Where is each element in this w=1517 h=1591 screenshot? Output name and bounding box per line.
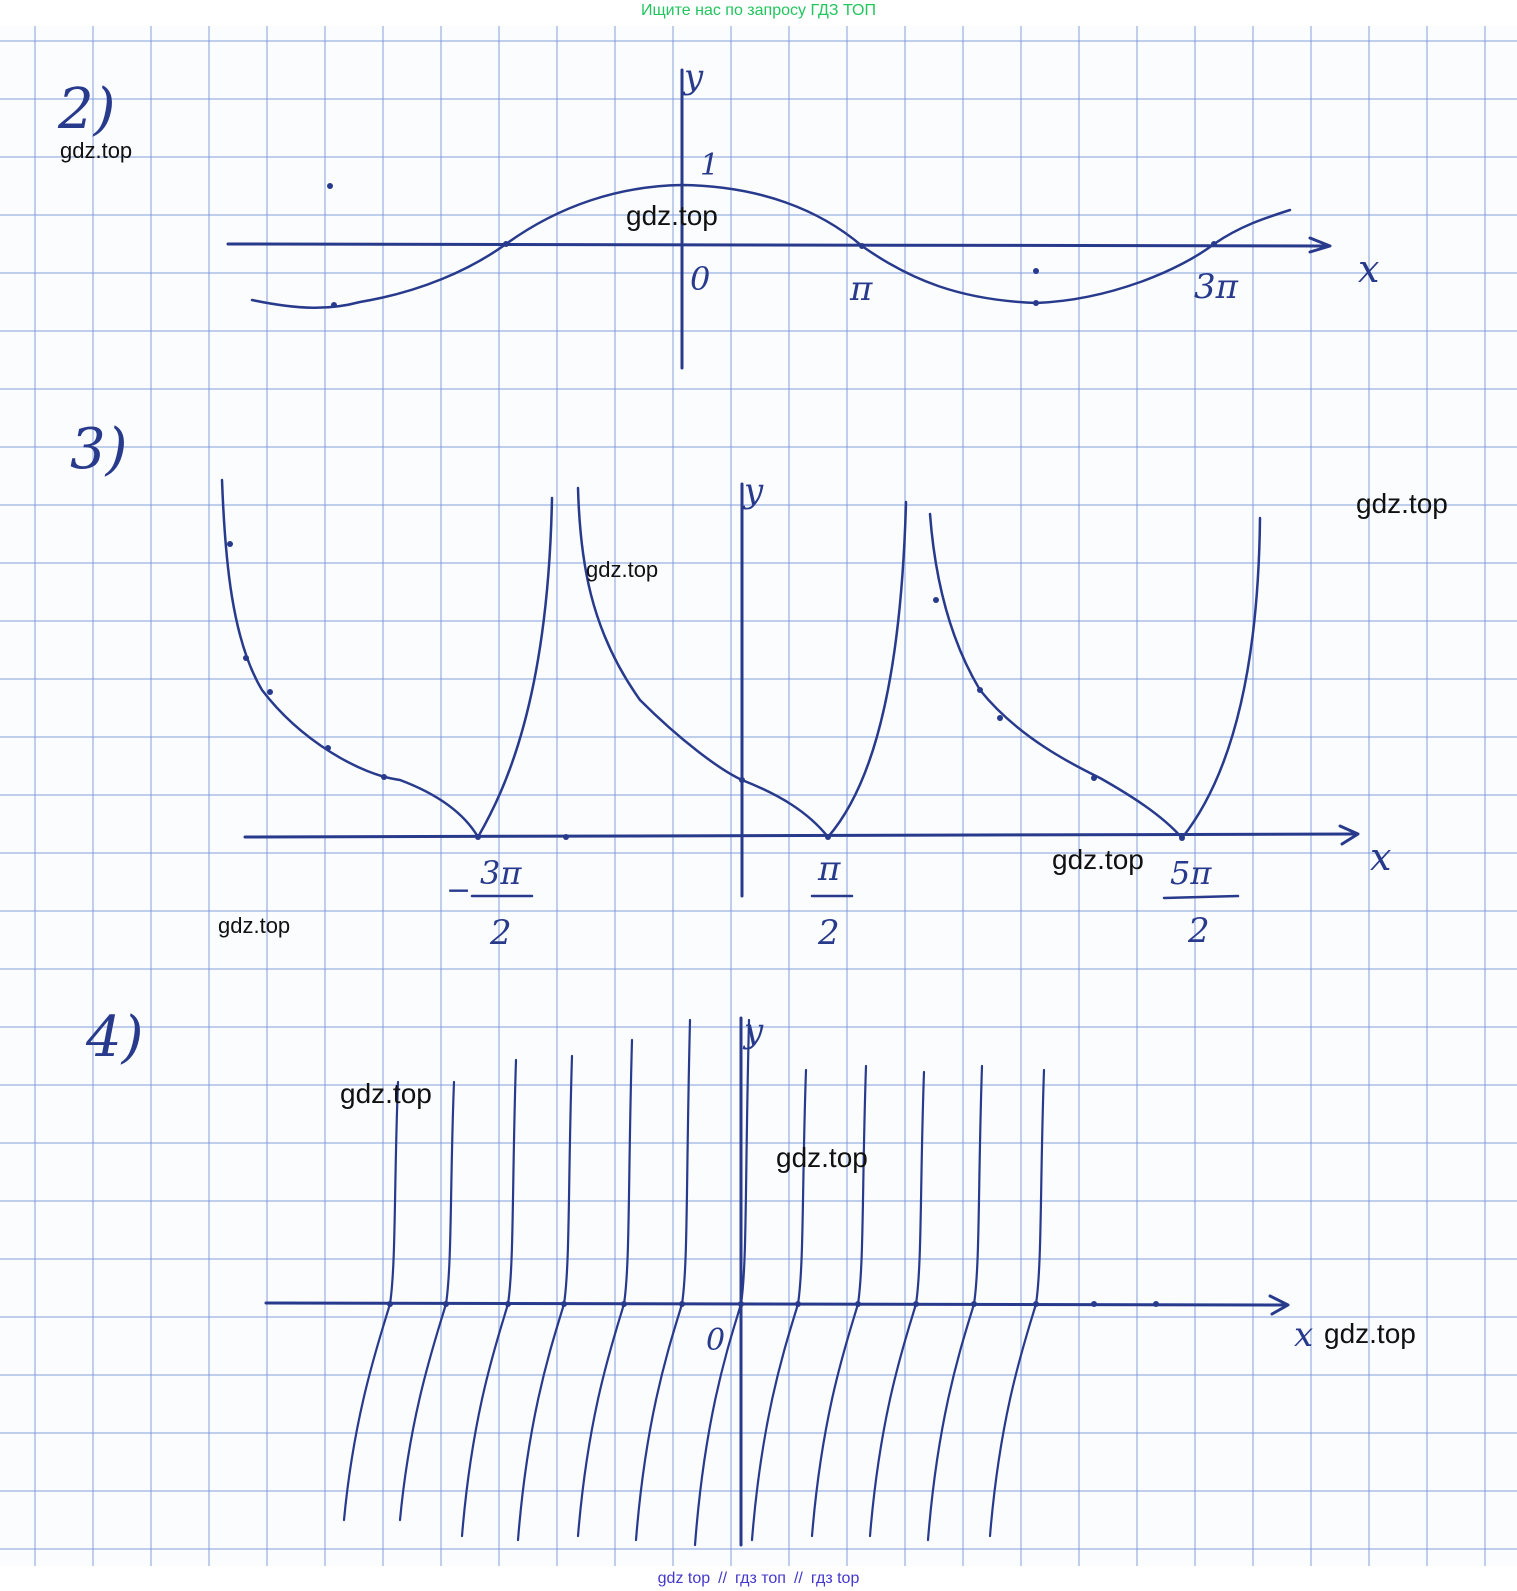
graph-4-branch bbox=[516, 1054, 574, 1542]
graph-4-branch bbox=[810, 1064, 868, 1538]
graph-4-zero-point bbox=[795, 1301, 801, 1307]
graph-4-zero-point bbox=[913, 1301, 919, 1307]
graph-3-tick-c-den: 2 bbox=[1187, 911, 1210, 951]
problem-4-number: 4) bbox=[85, 1005, 143, 1070]
graph-4-branches bbox=[342, 1018, 1046, 1547]
watermark: gdz.top bbox=[1052, 844, 1144, 875]
graph-2-pi-label: π bbox=[849, 269, 873, 309]
graph-3-branch-1 bbox=[220, 478, 554, 839]
graph-2-x-axis bbox=[226, 242, 1330, 248]
graph-4-axis-mark bbox=[1091, 1301, 1097, 1307]
graph-3-branch-3 bbox=[928, 512, 1262, 840]
graph-3-y-label: y bbox=[742, 471, 764, 511]
watermark: gdz.top bbox=[776, 1142, 868, 1173]
graph-4-zero-point bbox=[387, 1301, 393, 1307]
banner-text: Ищите нас по запросу ГДЗ ТОП bbox=[641, 2, 876, 19]
graph-4-x-label: x bbox=[1294, 1315, 1313, 1355]
footer-link-gdz-top[interactable]: gdz top bbox=[657, 1570, 711, 1587]
graph-4-origin-label: 0 bbox=[706, 1323, 725, 1358]
footer-separator: // bbox=[718, 1570, 728, 1587]
graph-4-zero-point bbox=[443, 1301, 449, 1307]
watermark: gdz.top bbox=[340, 1078, 432, 1109]
graph-2-x-arrow bbox=[1308, 236, 1332, 254]
graph-3-tick-a-num: 3π bbox=[480, 854, 522, 892]
graph-3-x-axis bbox=[243, 832, 1358, 839]
graph-3-x-label: x bbox=[1370, 835, 1391, 879]
graph-3-tick-c-num: 5π bbox=[1170, 854, 1212, 892]
graph-3-tick-b-num: π bbox=[817, 849, 841, 889]
graph-4-zero-point bbox=[679, 1301, 685, 1307]
graph-3-tick-a-sign: − bbox=[446, 873, 471, 908]
graph-4-y-label: y bbox=[742, 1011, 764, 1051]
graph-3-tick-b-den: 2 bbox=[817, 913, 840, 953]
graph-2-y-label: y bbox=[682, 57, 704, 97]
graph-2-one-label: 1 bbox=[700, 148, 719, 183]
watermark: gdz.top bbox=[1356, 488, 1448, 519]
watermark: gdz.top bbox=[626, 200, 718, 231]
banner: Ищите нас по запросу ГДЗ ТОП bbox=[0, 0, 1517, 24]
graph-3-x-arrow bbox=[1338, 824, 1360, 846]
graph-4-x-axis bbox=[264, 1301, 1288, 1307]
watermark: gdz.top bbox=[218, 913, 291, 938]
graph-4-zero-point bbox=[738, 1301, 744, 1307]
watermark: gdz.top bbox=[1324, 1318, 1416, 1349]
footer-link-gdz-top-ru[interactable]: гдз топ bbox=[735, 1570, 786, 1587]
graph-4-zero-point bbox=[505, 1301, 511, 1307]
graph-3: 3) y x − 3π 2 π 2 5π bbox=[70, 417, 1391, 953]
graph-2-x-label: x bbox=[1358, 247, 1379, 291]
graph-4-axis-mark bbox=[1153, 1301, 1159, 1307]
problem-3-number: 3) bbox=[70, 417, 127, 482]
graph-4-zero-point bbox=[1033, 1301, 1039, 1307]
graph-4-zero-point bbox=[621, 1301, 627, 1307]
graph-2-curve bbox=[250, 183, 1292, 310]
graph-2: 2) y x 0 1 π 3π bbox=[57, 57, 1379, 370]
watermark: gdz.top bbox=[586, 557, 659, 582]
graph-4-branch bbox=[342, 1080, 400, 1522]
graph-4-branch bbox=[460, 1058, 518, 1538]
graph-3-tick-c-bar bbox=[1162, 894, 1240, 900]
graph-4-zero-point bbox=[855, 1301, 861, 1307]
graph-3-tick-a-den: 2 bbox=[489, 913, 512, 953]
graph-4-zero-point bbox=[561, 1301, 567, 1307]
graph-3-points bbox=[227, 541, 1185, 841]
graph-4-points bbox=[387, 1301, 1159, 1307]
footer-link-gdz-top-mixed[interactable]: гдз top bbox=[810, 1570, 860, 1587]
graph-4-x-arrow bbox=[1268, 1294, 1290, 1316]
graph-4-branch bbox=[576, 1038, 634, 1538]
footer-separator: // bbox=[793, 1570, 803, 1587]
footer: gdz top // гдз топ // гдз top bbox=[0, 1566, 1517, 1591]
problem-2-number: 2) bbox=[57, 77, 115, 142]
graph-4-branch bbox=[634, 1018, 692, 1542]
graph-4: 4) y x 0 bbox=[85, 1005, 1313, 1547]
graph-4-zero-point bbox=[971, 1301, 977, 1307]
graph-paper-sheet bbox=[0, 26, 1517, 1566]
graph-4-branch bbox=[398, 1080, 456, 1522]
graph-2-origin-label: 0 bbox=[690, 260, 710, 298]
watermark: gdz.top bbox=[60, 138, 133, 163]
graph-2-3pi-label: 3π bbox=[1194, 267, 1239, 307]
graph-2-points bbox=[327, 183, 1217, 308]
